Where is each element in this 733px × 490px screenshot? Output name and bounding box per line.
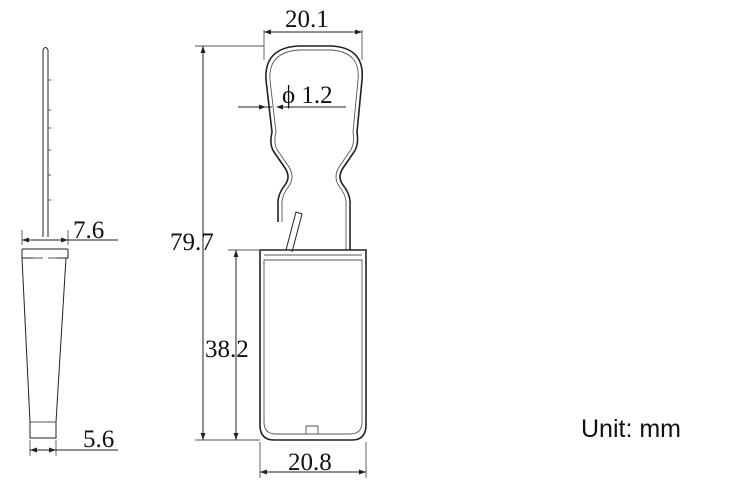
front-view-latch (305, 425, 319, 434)
side-view-notches (48, 79, 51, 201)
front-view-shackle-inner (269, 49, 359, 250)
dim-5-6-extension-lines (29, 440, 57, 456)
side-view (21, 47, 118, 456)
dim-20-1-extension-lines (263, 30, 363, 60)
front-view-shackle-outer (265, 45, 363, 250)
dim-79-7-extension-lines (195, 45, 264, 441)
front-view-body-inner (263, 259, 363, 435)
dim-label-body-width: 20.8 (288, 449, 332, 476)
side-view-body (21, 248, 69, 439)
dim-7-6-extension-lines (21, 230, 69, 245)
unit-label: Unit: mm (581, 415, 681, 443)
dim-label-wire-diameter: ϕ 1.2 (282, 82, 333, 109)
dim-label-body-height: 38.2 (205, 336, 249, 363)
side-view-shackle (42, 47, 49, 237)
front-view (195, 29, 367, 478)
dim-label-shackle-width: 20.1 (285, 6, 329, 33)
dim-label-side-top: 7.6 (73, 217, 104, 244)
dim-label-overall-height: 79.7 (170, 229, 214, 256)
side-view-body-detail (30, 257, 57, 423)
front-view-body-outer (259, 249, 367, 441)
dim-phi-arrows (259, 104, 283, 110)
front-view-inner-tab (285, 211, 303, 253)
dim-label-side-bottom: 5.6 (83, 426, 114, 453)
dim-5-6-arrows (30, 447, 56, 453)
